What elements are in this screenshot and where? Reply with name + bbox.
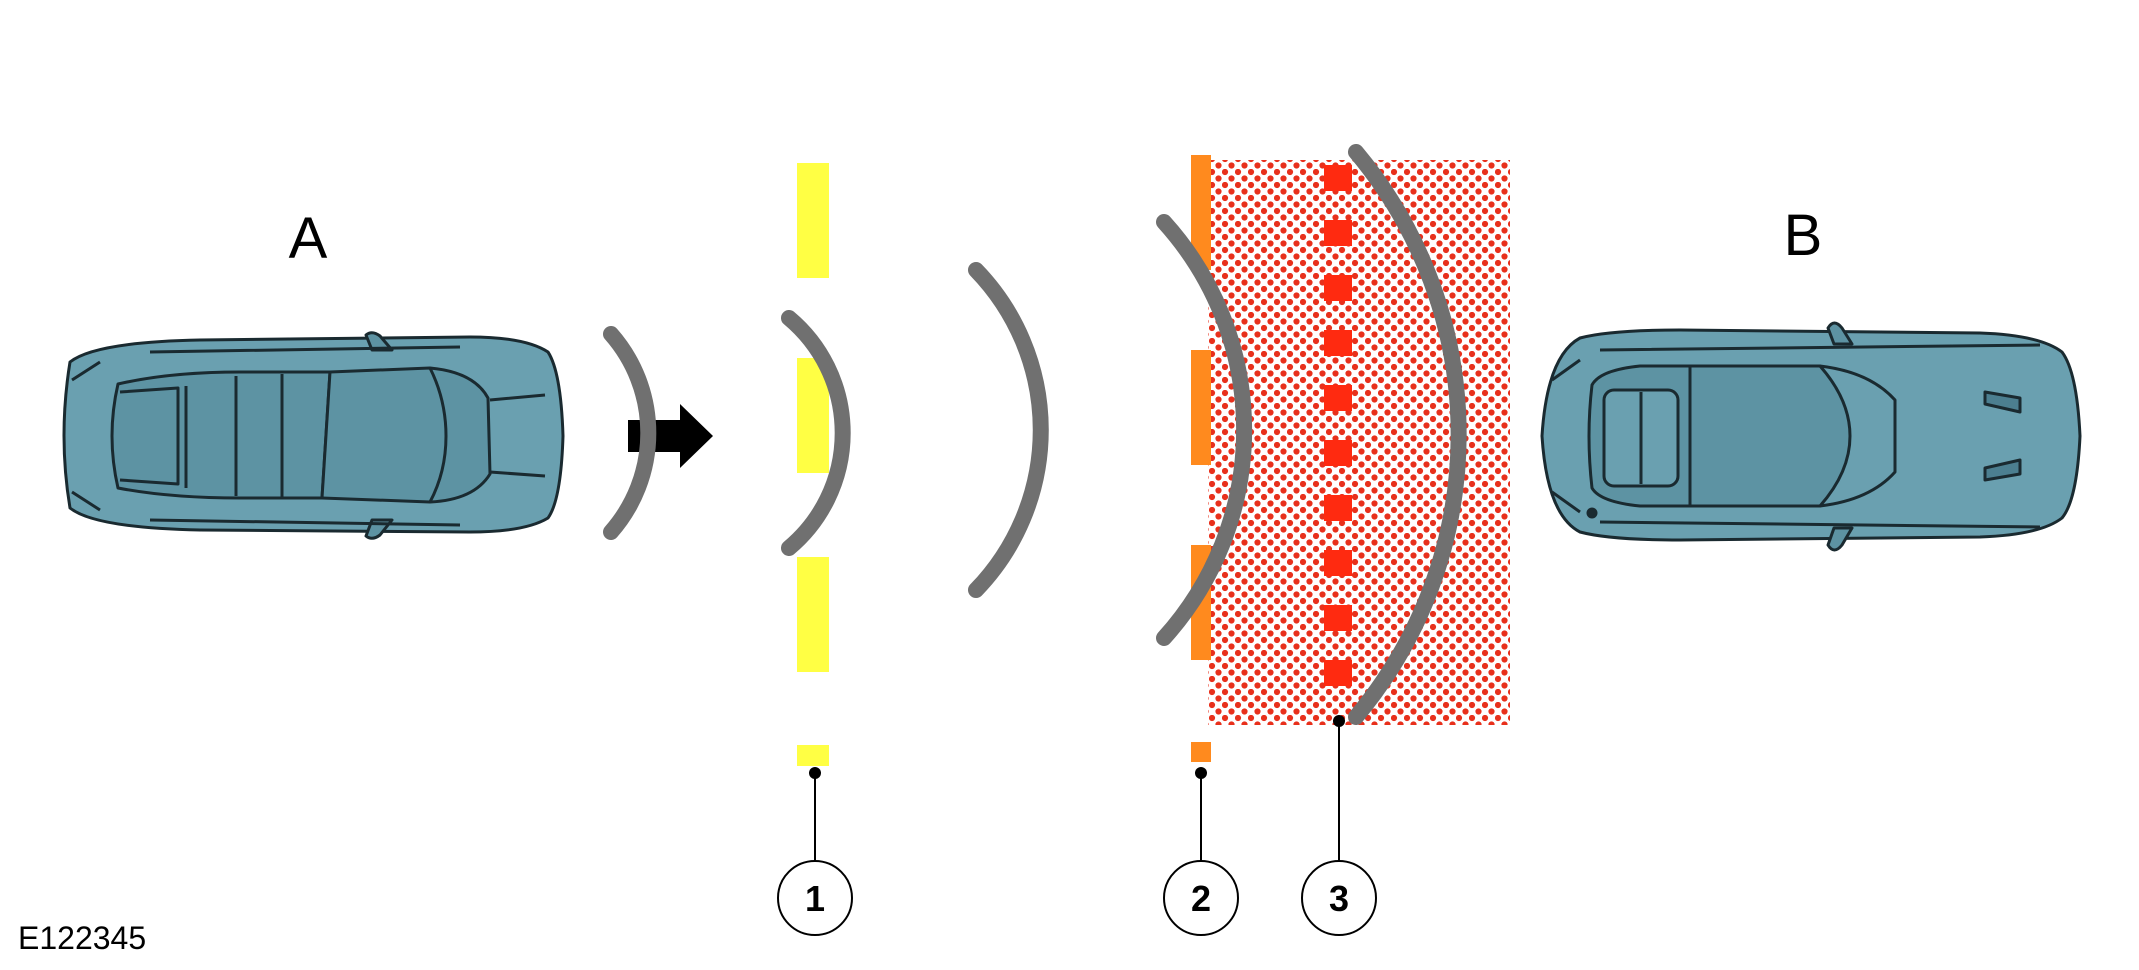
- radar-wave-3: [968, 262, 1049, 598]
- callout-2: 2: [1163, 767, 1239, 936]
- radar-wave-1: [603, 326, 657, 540]
- callout-1-number: 1: [805, 878, 825, 919]
- vehicle-a-car: [62, 331, 565, 540]
- callout-1: 1: [777, 767, 853, 936]
- zone-3-distance-line: [1324, 165, 1352, 686]
- callout-3-number: 3: [1329, 878, 1349, 919]
- zone-1-distance-line: [797, 163, 829, 766]
- figure-id: E122345: [18, 920, 146, 956]
- vehicle-b-car: [1540, 321, 2082, 552]
- radar-wave-4: [1156, 214, 1253, 646]
- callout-3: 3: [1301, 715, 1377, 936]
- vehicle-b-label: B: [1784, 203, 1823, 268]
- radar-wave-5: [1348, 144, 1467, 725]
- radar-wave-2: [781, 310, 851, 556]
- callout-2-number: 2: [1191, 878, 1211, 919]
- vehicle-a-label: A: [289, 206, 328, 271]
